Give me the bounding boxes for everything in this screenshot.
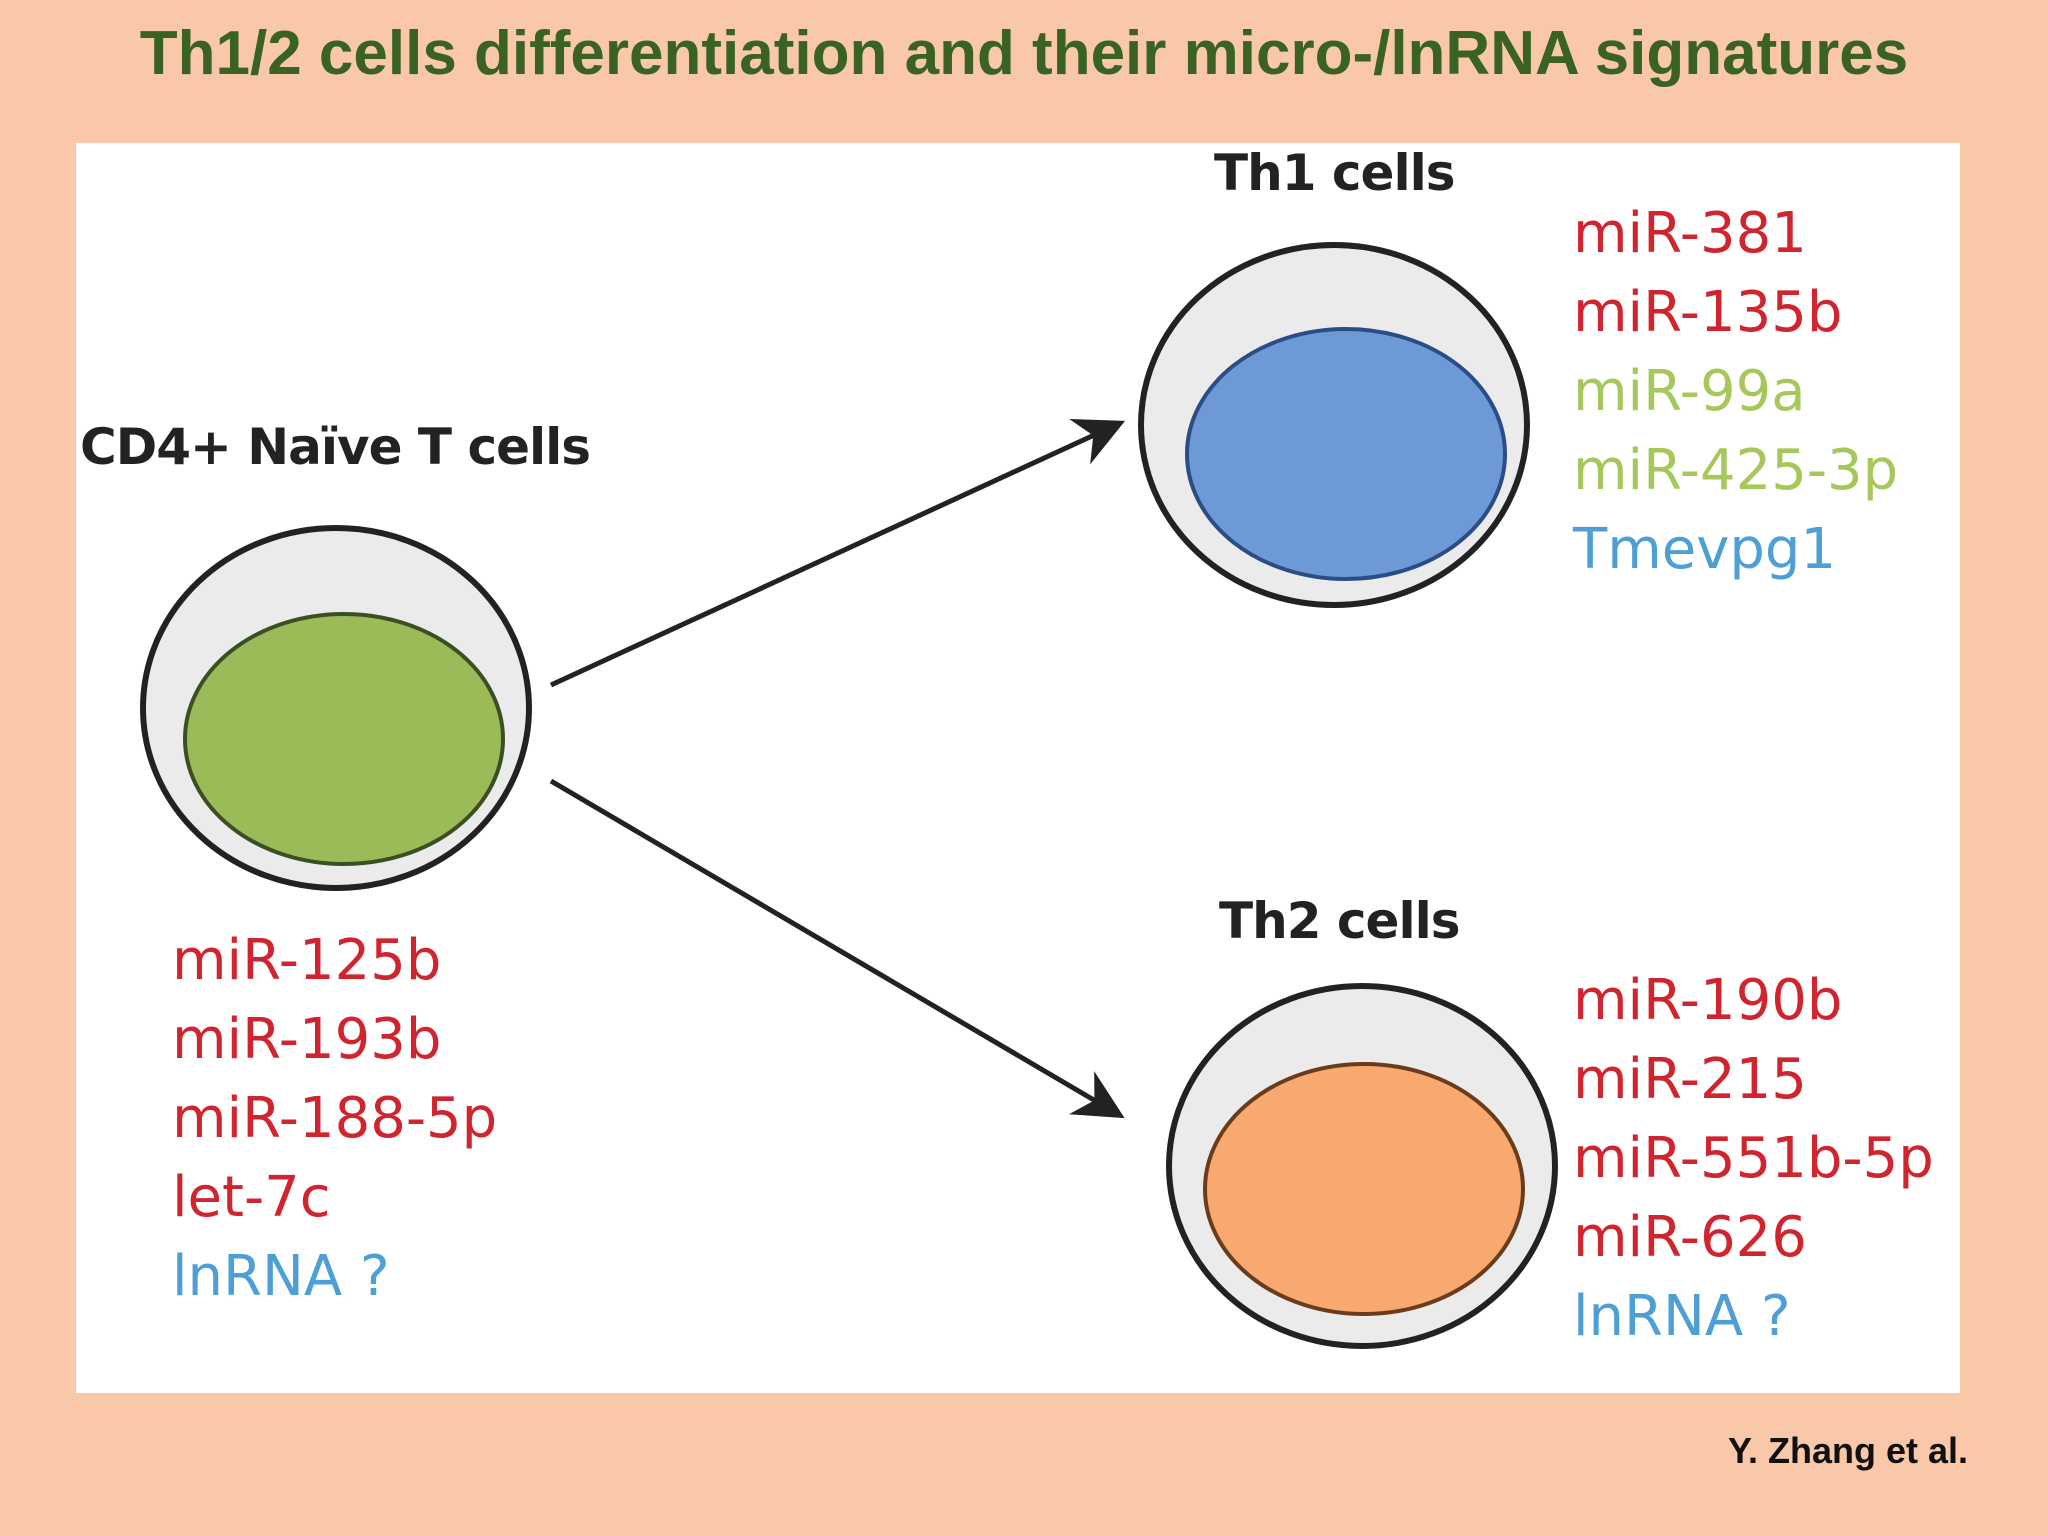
th2-cell-label: Th2 cells [1219, 892, 1460, 950]
rna-marker: miR-125b [172, 928, 442, 993]
rna-marker: lnRNA ? [172, 1244, 390, 1309]
naive-cell-label: CD4+ Naïve T cells [80, 418, 591, 476]
rna-marker: miR-626 [1573, 1205, 1807, 1270]
rna-marker: miR-381 [1573, 201, 1807, 266]
rna-marker: Tmevpg1 [1573, 517, 1837, 582]
rna-marker: miR-193b [172, 1007, 442, 1072]
citation: Y. Zhang et al. [1727, 1430, 1968, 1471]
naive-t-cell-shape [140, 525, 532, 891]
naive-marker-list: miR-125b miR-193b miR-188-5p let-7c lnRNA ? [172, 921, 497, 1316]
rna-marker: let-7c [172, 1165, 331, 1230]
rna-marker: miR-190b [1573, 968, 1843, 1033]
th2-marker-list: miR-190b miR-215 miR-551b-5p miR-626 lnRNA ? [1573, 961, 1934, 1356]
rna-marker: lnRNA ? [1573, 1284, 1791, 1349]
th1-cell-label: Th1 cells [1214, 144, 1455, 202]
th2-cell-nucleus [1203, 1062, 1525, 1316]
th1-cell-nucleus [1185, 327, 1507, 581]
arrow-to-th1 [549, 419, 1126, 688]
rna-marker: miR-135b [1573, 280, 1843, 345]
diagram-panel: CD4+ Naïve T cells Th1 cells Th2 cells m… [76, 143, 1960, 1393]
th1-cell-shape [1138, 242, 1530, 608]
diagram-canvas [140, 242, 1558, 1349]
rna-marker: miR-425-3p [1573, 438, 1899, 503]
slide-title: Th1/2 cells differentiation and their mi… [139, 19, 1909, 88]
th2-cell-shape [1166, 983, 1558, 1349]
rna-marker: miR-188-5p [172, 1086, 498, 1151]
rna-marker: miR-99a [1573, 359, 1806, 424]
arrow-to-th2 [549, 778, 1125, 1119]
rna-marker: miR-215 [1573, 1047, 1807, 1112]
rna-marker: miR-551b-5p [1573, 1126, 1934, 1191]
naive-cell-nucleus [183, 612, 505, 866]
